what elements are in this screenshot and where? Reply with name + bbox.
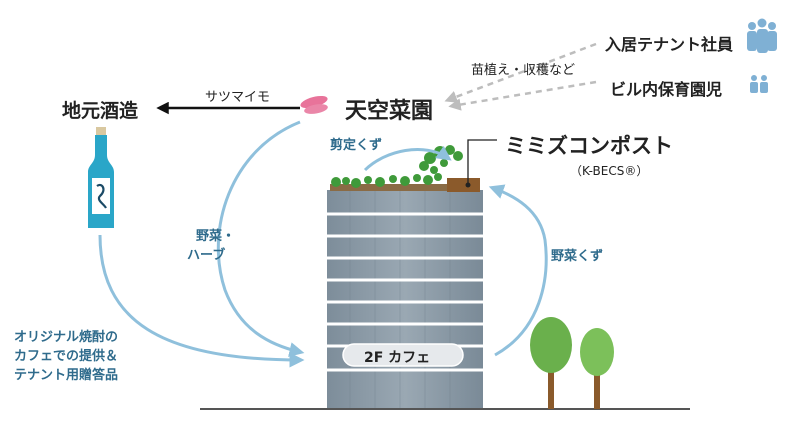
tenant-employees-label: 入居テナント社員 bbox=[605, 35, 734, 54]
arrow-vegetable-waste-to-compost bbox=[488, 184, 548, 357]
nursery-children-label: ビル内保育園児 bbox=[610, 80, 723, 99]
shochu-label-line2: カフェでの提供＆ bbox=[14, 349, 119, 364]
rooftop-farm-label: 天空菜園 bbox=[345, 99, 434, 124]
tree-icon bbox=[530, 317, 614, 409]
sweet-potato-label: サツマイモ bbox=[205, 90, 271, 105]
arrow-pruning-to-compost bbox=[363, 145, 452, 172]
vegetable-herbs-label-line1: 野菜・ bbox=[196, 229, 236, 244]
shochu-label-line1: オリジナル焼酎の bbox=[14, 330, 119, 345]
vegetable-herbs-label-line2: ハーブ bbox=[187, 248, 226, 263]
local-brewery-label: 地元酒造 bbox=[62, 100, 139, 122]
pruning-waste-label: 剪定くず bbox=[330, 138, 383, 153]
people-group-icon bbox=[747, 18, 777, 53]
worm-compost-label: ミミズコンポスト bbox=[505, 134, 673, 158]
arrow-employees-to-farm bbox=[444, 42, 597, 103]
arrow-farm-to-cafe bbox=[216, 120, 305, 357]
sweet-potato-icon bbox=[300, 95, 328, 114]
building bbox=[318, 178, 490, 408]
planting-harvest-label: 苗植え・収穫など bbox=[471, 63, 576, 78]
compost-pointer-line bbox=[467, 139, 497, 185]
kbecs-label: （K-BECS®） bbox=[570, 164, 649, 178]
children-icon bbox=[750, 75, 768, 93]
arrow-children-to-farm bbox=[448, 80, 597, 111]
vegetable-waste-label: 野菜くず bbox=[551, 249, 604, 264]
bottle-icon bbox=[88, 127, 114, 228]
cafe-pill bbox=[342, 343, 464, 367]
shochu-label-line3: テナント用贈答品 bbox=[14, 368, 119, 383]
cafe-label: 2F カフェ bbox=[364, 350, 431, 366]
arrow-brewery-to-cafe bbox=[98, 234, 305, 368]
